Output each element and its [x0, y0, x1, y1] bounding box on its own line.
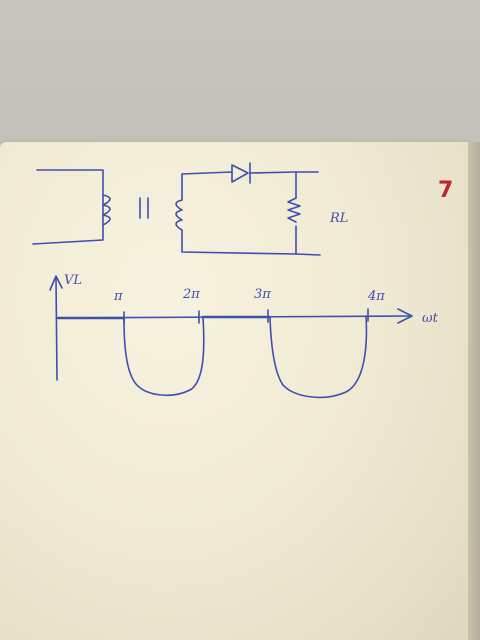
- source-wires: [32, 169, 104, 245]
- transformer-core: [139, 197, 149, 219]
- circuit-schematic: RL: [32, 162, 348, 256]
- tick-label-4pi: 4π: [367, 289, 385, 304]
- x-axis-arrowhead: [397, 308, 413, 324]
- y-axis-arrowhead: [49, 275, 63, 291]
- half-cycle-2: [269, 315, 368, 399]
- output-stubs: [295, 171, 321, 256]
- tick-label-3pi: 3π: [254, 287, 271, 302]
- y-axis: [55, 277, 58, 381]
- tick-label-pi: π: [113, 289, 123, 304]
- load-label: RL: [329, 211, 348, 226]
- zero-segments: [56, 315, 272, 320]
- tick-label-2pi: 2π: [182, 287, 200, 302]
- diode-symbol: [231, 164, 249, 183]
- secondary-bottom-wire: [181, 229, 297, 255]
- y-axis-label: VL: [64, 273, 82, 288]
- secondary-top-wire: [181, 171, 233, 201]
- waveform-plot: VL ωt π 2π 3π 4π: [49, 273, 439, 399]
- paper-card: [0, 142, 474, 640]
- half-cycle-1: [123, 317, 205, 397]
- secondary-coil: [175, 199, 183, 231]
- primary-coil: [102, 194, 111, 226]
- paper-edge: [468, 142, 480, 640]
- load-resistor: [287, 197, 301, 223]
- diode-to-load-wire: [249, 171, 297, 174]
- page-number: 7: [438, 178, 453, 203]
- x-axis-label: ωt: [422, 311, 439, 326]
